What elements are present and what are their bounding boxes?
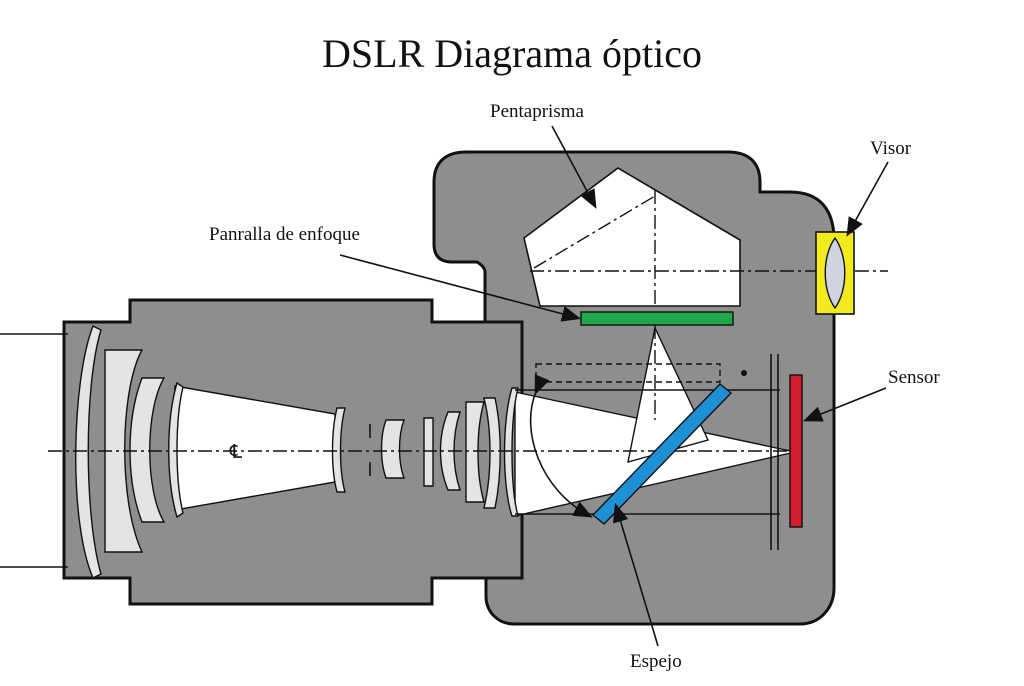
alignment-dot bbox=[741, 370, 747, 376]
lens-element-6 bbox=[380, 419, 406, 479]
lens-element-7 bbox=[423, 417, 434, 487]
lens-element-11 bbox=[503, 387, 519, 517]
arrow-pentaprism bbox=[551, 125, 597, 209]
lens-element-10 bbox=[483, 397, 501, 509]
sensor bbox=[789, 374, 803, 528]
lens-element-5 bbox=[331, 407, 346, 493]
mirror bbox=[591, 383, 733, 525]
arrow-mirror bbox=[612, 502, 659, 647]
arrow-focusing-screen bbox=[339, 254, 582, 322]
arrow-viewfinder bbox=[846, 161, 889, 237]
lens-element-4 bbox=[168, 381, 184, 519]
lens-element-3 bbox=[129, 377, 166, 523]
label-sensor: Sensor bbox=[888, 367, 940, 388]
centerline-symbol: ℄ bbox=[229, 442, 243, 463]
viewfinder-lens bbox=[824, 236, 846, 310]
lens-element-9 bbox=[465, 401, 485, 503]
label-focusing-screen: Panralla de enfoque bbox=[209, 224, 360, 245]
arrow-sensor bbox=[803, 387, 887, 422]
shutter-outline bbox=[535, 363, 721, 383]
focusing-screen bbox=[580, 311, 734, 326]
label-mirror: Espejo bbox=[630, 651, 682, 672]
label-viewfinder: Visor bbox=[870, 138, 912, 159]
lens-element-1 bbox=[75, 325, 102, 579]
label-pentaprism: Pentaprisma bbox=[490, 101, 584, 122]
diagram-title: DSLR Diagrama óptico bbox=[322, 31, 702, 76]
pentaprism-diagonal bbox=[533, 195, 656, 269]
mirror-swing-arc bbox=[529, 374, 593, 518]
